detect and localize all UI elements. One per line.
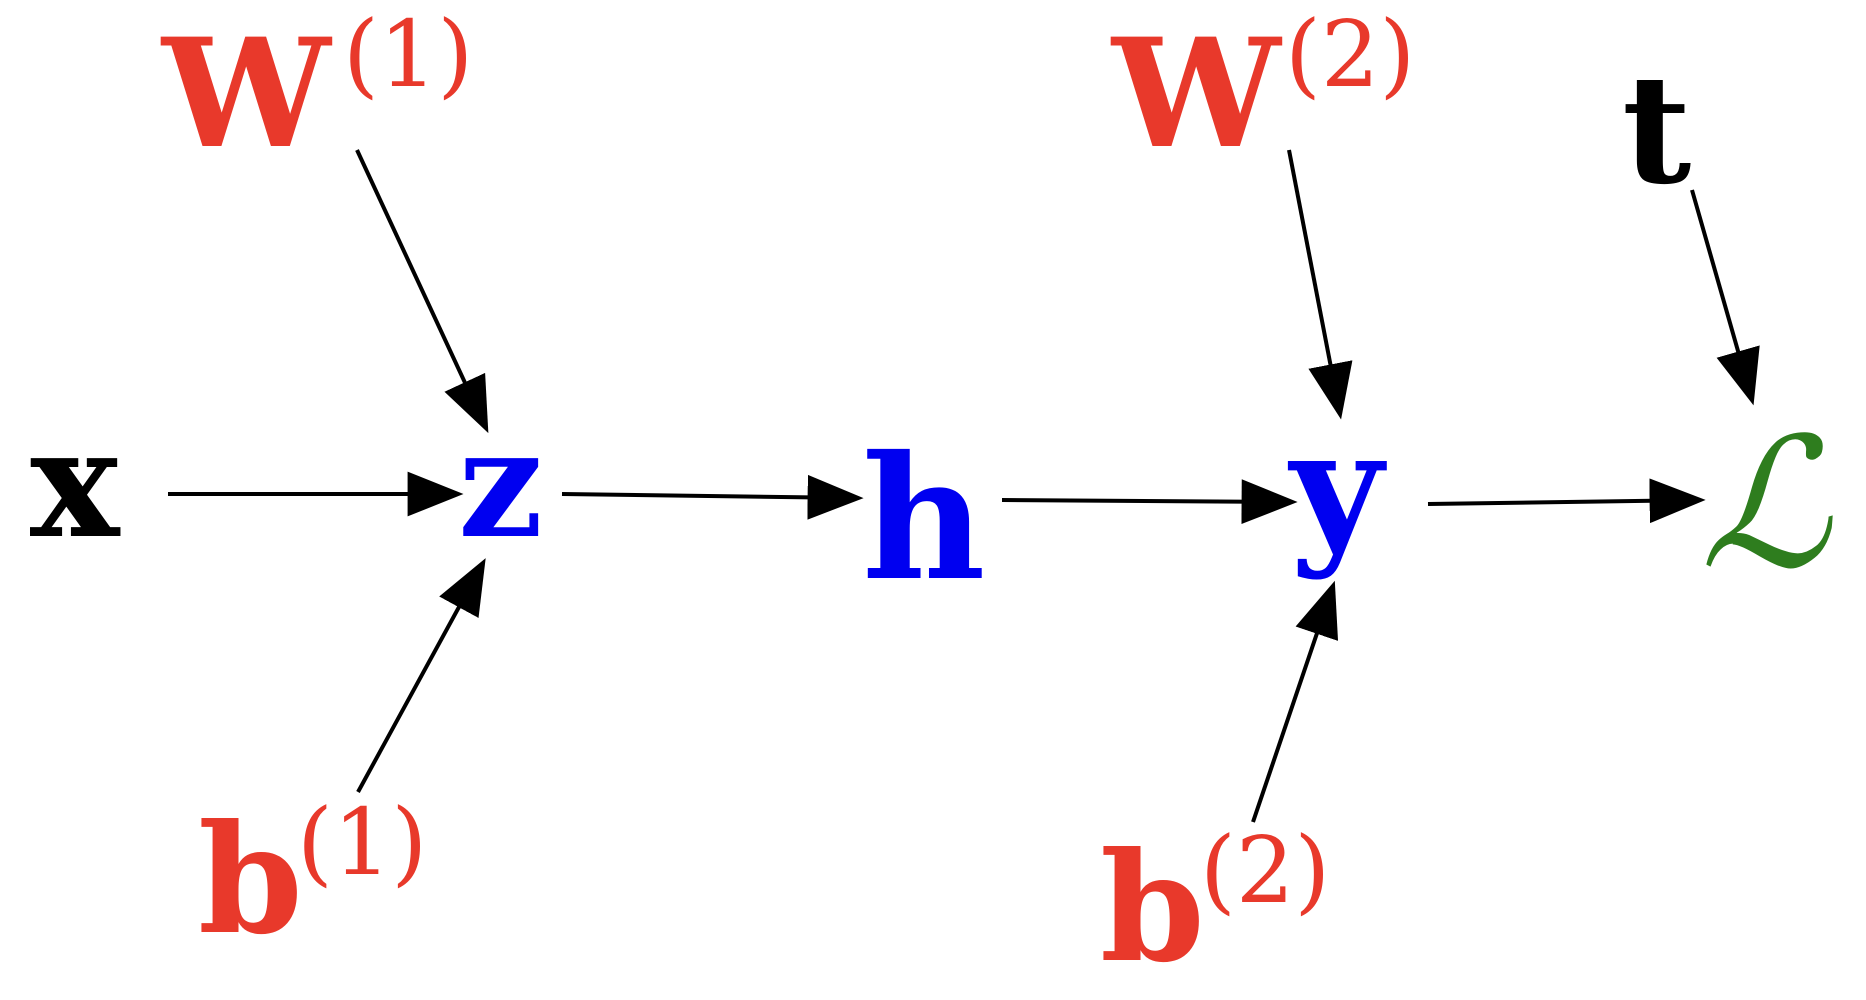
node-w2-symbol: W <box>1110 6 1283 182</box>
node-w1-superscript: (1) <box>343 1 473 108</box>
node-loss: ℒ <box>1700 400 1833 609</box>
node-x: x <box>30 396 121 572</box>
node-b1-symbol: b <box>198 792 303 968</box>
node-w1: W (1) <box>160 1 473 182</box>
edge-h-to-y <box>1001 479 1298 525</box>
node-w1-symbol: W <box>160 6 333 182</box>
node-b2: b (2) <box>1100 817 1330 996</box>
node-t: t <box>1622 42 1691 218</box>
edge-b1-to-z <box>356 558 486 793</box>
node-b1-superscript: (1) <box>297 789 427 896</box>
node-b2-symbol: b <box>1100 820 1205 996</box>
edge-y-to-loss <box>1427 478 1706 524</box>
node-b1: b (1) <box>198 789 427 968</box>
node-b2-superscript: (2) <box>1200 817 1330 924</box>
node-w2-superscript: (2) <box>1285 1 1415 108</box>
edge-t-to-loss <box>1690 189 1760 406</box>
node-y: y <box>1287 394 1387 582</box>
node-z: z <box>458 396 543 572</box>
node-h: h <box>862 419 986 619</box>
node-w2: W (2) <box>1110 1 1415 182</box>
edge-b2-to-y <box>1251 580 1339 823</box>
edges <box>168 149 1760 823</box>
edge-z-to-h <box>561 474 864 520</box>
edge-w2-to-y <box>1287 149 1353 420</box>
nodes: x z h y ℒ t W (1) b (1) W (2) b (2) <box>30 1 1833 996</box>
edge-w1-to-z <box>355 149 489 434</box>
